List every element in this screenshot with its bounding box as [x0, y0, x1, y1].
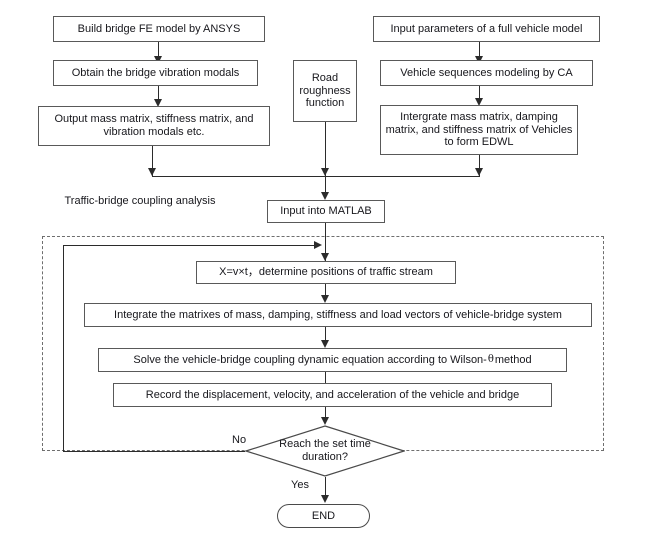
merge-bus-line — [152, 176, 480, 177]
node-determine-positions[interactable]: X=v×t，determine positions of traffic str… — [196, 261, 456, 284]
solve-text-prefix: Solve the vehicle-bridge coupling dynami… — [133, 353, 487, 366]
loopback-bottom-line — [63, 451, 245, 452]
node-road-roughness-function[interactable]: Road roughness function — [293, 60, 357, 122]
node-vehicle-sequences-modeling[interactable]: Vehicle sequences modeling by CA — [380, 60, 593, 86]
arrowhead-loopback-into-main — [314, 241, 322, 249]
arrowhead-obtain-to-output — [154, 99, 162, 107]
connector-output-to-bus — [152, 146, 153, 176]
connector-roughness-to-bus — [325, 122, 326, 176]
connector-matlab-to-loop — [325, 223, 326, 261]
group-label-traffic-bridge-coupling: Traffic-bridge coupling analysis — [64, 195, 216, 207]
node-intergrate-edwl[interactable]: Intergrate mass matrix, damping matrix, … — [380, 105, 578, 155]
arrowhead-integrate-to-solve — [321, 340, 329, 348]
arrowhead-matlab-to-loop — [321, 253, 329, 261]
node-output-mass-matrix[interactable]: Output mass matrix, stiffness matrix, an… — [38, 106, 270, 146]
arrowhead-record-to-decision — [321, 417, 329, 425]
connector-build-to-obtain — [158, 42, 159, 57]
node-integrate-matrixes[interactable]: Integrate the matrixes of mass, damping,… — [84, 303, 592, 327]
arrowhead-sequences-to-integrate — [475, 98, 483, 106]
arrowhead-edwl-to-bus — [475, 168, 483, 176]
connector-edwl-to-bus — [479, 155, 480, 176]
connector-solve-to-record — [325, 372, 326, 383]
node-input-parameters-vehicle-model[interactable]: Input parameters of a full vehicle model — [373, 16, 600, 42]
arrowhead-bus-to-matlab — [321, 192, 329, 200]
loopback-top-line — [63, 245, 318, 246]
edge-label-no: No — [232, 434, 247, 446]
node-solve-coupling-equation[interactable]: Solve the vehicle-bridge coupling dynami… — [98, 348, 567, 372]
node-record-results[interactable]: Record the displacement, velocity, and a… — [113, 383, 552, 407]
loopback-vertical-line — [63, 245, 64, 451]
decision-label: Reach the set time duration? — [279, 437, 371, 463]
connector-params-to-sequences — [479, 42, 480, 57]
connector-positions-to-integrate — [325, 284, 326, 296]
connector-obtain-to-output — [158, 86, 159, 100]
node-build-bridge-fe-model[interactable]: Build bridge FE model by ANSYS — [53, 16, 265, 42]
connector-bus-to-matlab — [325, 176, 326, 194]
solve-text-suffix: method — [494, 353, 532, 366]
connector-record-to-decision — [325, 407, 326, 419]
arrowhead-roughness-to-bus — [321, 168, 329, 176]
node-input-into-matlab[interactable]: Input into MATLAB — [267, 200, 385, 223]
edge-label-yes: Yes — [291, 479, 309, 491]
connector-sequences-to-integrate — [479, 86, 480, 99]
decision-diamond-shape[interactable] — [245, 425, 405, 477]
connector-integrate-to-solve — [325, 327, 326, 340]
node-end[interactable]: END — [277, 504, 370, 528]
connector-decision-to-end — [325, 477, 326, 497]
arrowhead-decision-to-end — [321, 495, 329, 503]
theta-symbol: θ — [487, 354, 494, 366]
arrowhead-output-to-bus — [148, 168, 156, 176]
node-obtain-bridge-vibration-modals[interactable]: Obtain the bridge vibration modals — [53, 60, 258, 86]
arrowhead-positions-to-integrate — [321, 295, 329, 303]
